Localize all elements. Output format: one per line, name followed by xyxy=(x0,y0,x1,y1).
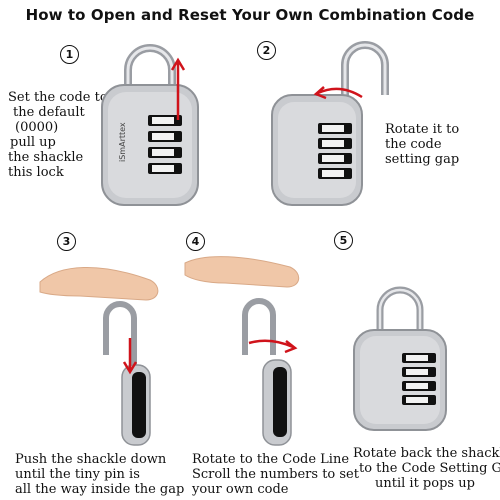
step-4-number: 4 xyxy=(186,232,205,251)
step-3-text: Push the shackle down until the tiny pin… xyxy=(15,452,184,497)
rotate-arrow-icon xyxy=(248,339,298,354)
up-arrow-icon xyxy=(170,57,186,120)
step-2-text: Rotate it to the code setting gap xyxy=(385,122,459,167)
step-5-line: to the Code Setting Ga xyxy=(359,461,500,476)
step-1-line: this lock xyxy=(8,165,64,180)
step-4-line: your own code xyxy=(192,482,289,497)
step-4-padlock-illustration xyxy=(184,256,300,446)
step-5-padlock-illustration xyxy=(353,286,447,431)
step-5-text: Rotate back the shackle to the Code Sett… xyxy=(353,446,500,491)
step-1-line: Set the code to xyxy=(8,90,108,105)
step-1-padlock-illustration: iSmArttex xyxy=(101,44,199,206)
step-1-line: (0000) xyxy=(15,120,59,135)
page-title: How to Open and Reset Your Own Combinati… xyxy=(25,6,475,24)
step-1-number: 1 xyxy=(60,45,79,64)
step-3-line: all the way inside the gap xyxy=(15,482,185,497)
step-4-line: Scroll the numbers to set xyxy=(192,467,359,482)
step-1-line: the shackle xyxy=(8,150,84,165)
step-4-text: Rotate to the Code Line Scroll the numbe… xyxy=(192,452,359,497)
step-2-padlock-illustration xyxy=(271,41,389,206)
step-1-text: Set the code to the default (0000) pull … xyxy=(8,90,108,180)
step-3-line: Push the shackle down xyxy=(15,452,167,467)
step-4-line: Rotate to the Code Line xyxy=(192,452,350,467)
step-2-line: the code xyxy=(385,137,442,152)
step-2-line: setting gap xyxy=(385,152,460,167)
rotate-arrow-icon xyxy=(313,86,363,100)
step-3-line: until the tiny pin is xyxy=(15,467,140,482)
step-3-number: 3 xyxy=(57,232,76,251)
step-1-line: pull up xyxy=(10,135,56,150)
brand-logo: iSmArttex xyxy=(118,122,127,162)
step-5-number: 5 xyxy=(334,231,353,250)
step-3-padlock-illustration xyxy=(39,266,159,446)
step-2-line: Rotate it to xyxy=(385,122,460,137)
step-5-line: until it pops up xyxy=(375,476,475,491)
step-1-line: the default xyxy=(13,105,85,120)
step-2-number: 2 xyxy=(257,41,276,60)
step-5-line: Rotate back the shackle xyxy=(353,446,500,461)
down-arrow-icon xyxy=(122,338,138,375)
